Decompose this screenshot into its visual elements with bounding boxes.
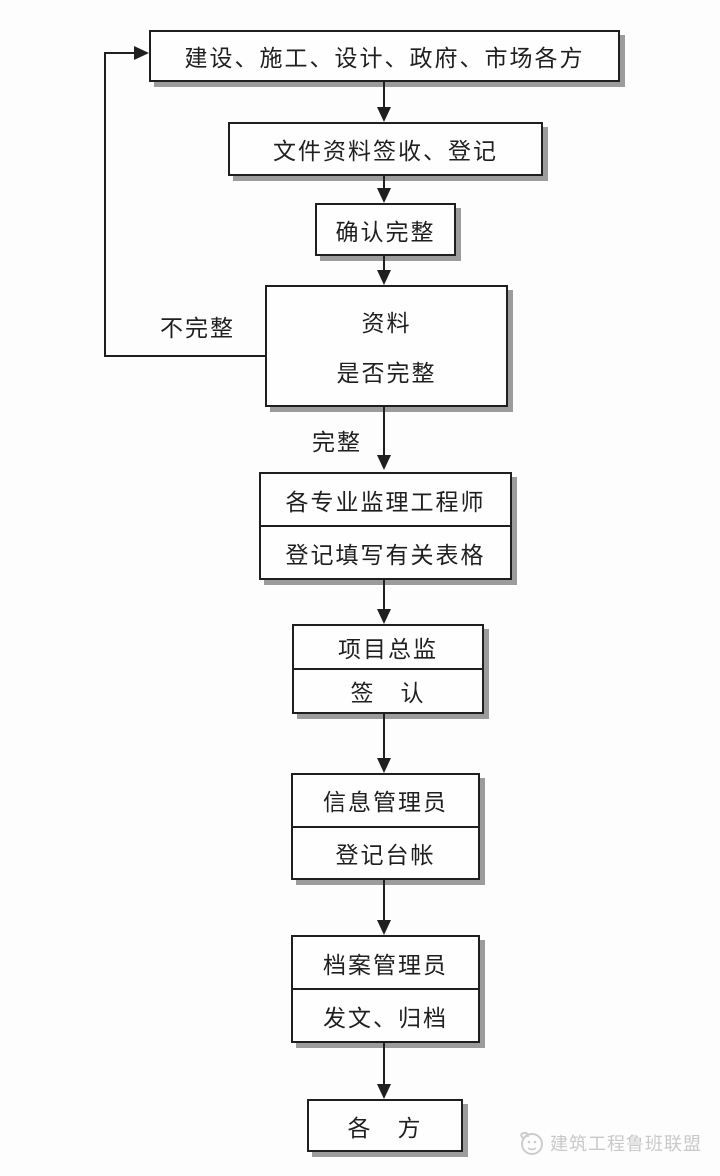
node-parties-source-label: 建设、施工、设计、政府、市场各方 [184, 46, 585, 71]
node-sign-register: 文件资料签收、登记 [228, 122, 543, 176]
arrow-down-8 [377, 1043, 391, 1099]
completeness-check-line2: 是否完整 [336, 361, 437, 387]
information-manager-row2: 登记台帐 [293, 825, 478, 879]
node-sign-register-label: 文件资料签收、登记 [273, 139, 498, 164]
arrow-down-1 [377, 82, 391, 122]
arrow-down-3 [377, 256, 391, 285]
label-incomplete: 不完整 [160, 316, 235, 341]
arrow-down-7 [377, 880, 391, 935]
loop-line-top-horizontal [104, 52, 134, 54]
label-complete: 完整 [312, 430, 362, 455]
arrow-down-5 [377, 580, 391, 624]
supervision-engineers-row2: 登记填写有关表格 [261, 525, 510, 578]
node-information-manager: 信息管理员 登记台帐 [291, 773, 480, 880]
loop-line-bottom-horizontal [104, 355, 268, 357]
watermark: 建筑工程鲁班联盟 [516, 1128, 702, 1158]
node-confirm-complete: 确认完整 [315, 203, 456, 256]
arrow-down-2 [377, 176, 391, 203]
archive-manager-row1: 档案管理员 [323, 952, 448, 978]
node-confirm-complete-label: 确认完整 [335, 219, 436, 245]
loop-arrowhead-right-icon [134, 46, 149, 60]
node-all-parties-label: 各 方 [347, 1115, 423, 1141]
supervision-engineers-row1: 各专业监理工程师 [285, 489, 486, 515]
node-archive-manager: 档案管理员 发文、归档 [291, 935, 480, 1043]
node-chief-supervisor: 项目总监 签 认 [292, 624, 484, 714]
chief-supervisor-row2: 签 认 [294, 668, 482, 712]
completeness-check-line1: 资料 [361, 310, 412, 336]
loop-line-vertical [104, 52, 106, 357]
chief-supervisor-row1: 项目总监 [338, 637, 438, 662]
node-parties-source: 建设、施工、设计、政府、市场各方 [149, 30, 620, 82]
node-supervision-engineers: 各专业监理工程师 登记填写有关表格 [259, 472, 512, 580]
watermark-logo-icon [520, 1131, 543, 1155]
information-manager-row1: 信息管理员 [323, 790, 448, 816]
node-completeness-check: 资料 是否完整 [265, 285, 508, 407]
arrow-down-4 [377, 407, 391, 470]
node-all-parties: 各 方 [307, 1099, 463, 1152]
arrow-down-6 [377, 714, 391, 773]
watermark-text: 建筑工程鲁班联盟 [550, 1134, 702, 1154]
archive-manager-row2: 发文、归档 [293, 988, 478, 1041]
